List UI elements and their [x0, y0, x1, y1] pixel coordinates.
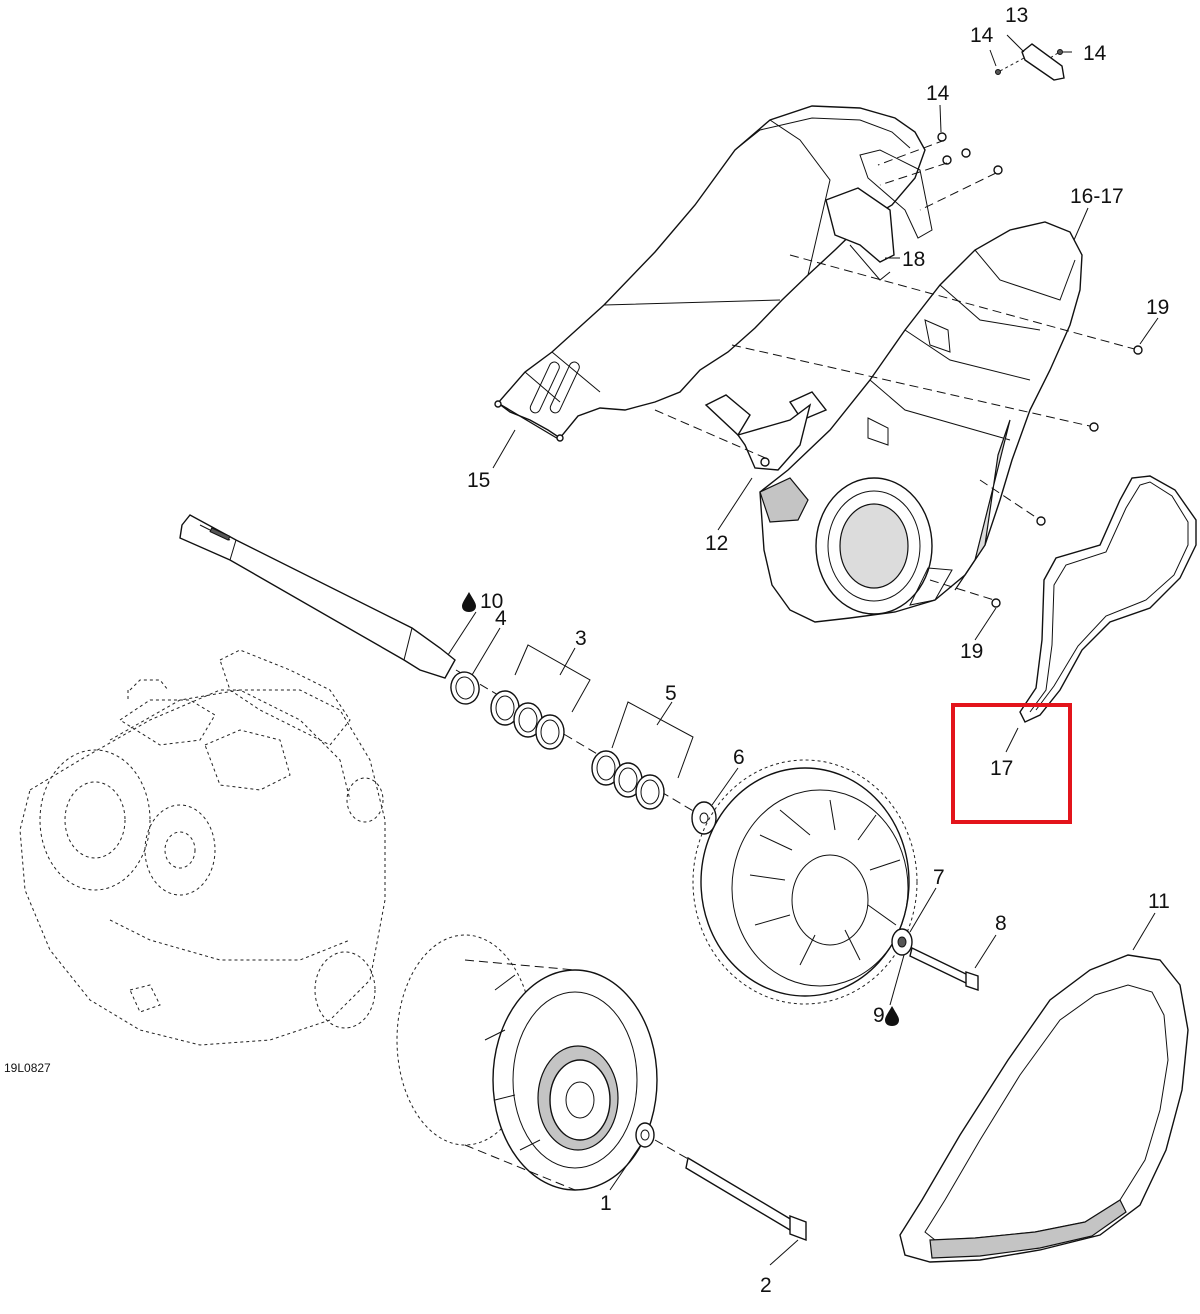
callout-8: 8 — [995, 912, 1007, 935]
callout-14-b: 14 — [1083, 42, 1107, 65]
bolt-part-8 — [909, 946, 979, 991]
callout-4: 4 — [495, 607, 507, 630]
callout-13: 13 — [1005, 4, 1028, 27]
drive-pulley — [396, 934, 658, 1191]
washers-part-5 — [591, 750, 665, 810]
callout-5: 5 — [665, 682, 677, 705]
engine-assembly — [19, 649, 386, 1046]
callout-7: 7 — [933, 866, 945, 889]
callout-19-a: 19 — [1146, 296, 1169, 319]
callout-9: 9 — [873, 1004, 885, 1027]
oil-drop-icon — [885, 1006, 899, 1026]
bolt-part-2 — [654, 1139, 807, 1242]
callout-12: 12 — [705, 532, 728, 555]
drawing-code: 19L0827 — [4, 1061, 51, 1075]
bracket-part-13 — [995, 43, 1065, 81]
pulley-ribs — [749, 799, 901, 966]
dashed-fastener-lines — [654, 254, 1143, 608]
bracket-part-12 — [704, 391, 828, 471]
screws-part-14 — [877, 132, 1003, 211]
callout-11: 11 — [1148, 890, 1170, 913]
callout-18: 18 — [902, 248, 925, 271]
callout-19-b: 19 — [960, 640, 983, 663]
washers-part-3 — [490, 690, 565, 750]
oil-drop-icon — [462, 592, 476, 612]
callout-1: 1 — [600, 1192, 612, 1215]
callout-2: 2 — [760, 1274, 772, 1297]
belt-guard-part-15 — [494, 105, 926, 442]
seal-strip-part-17 — [1019, 475, 1197, 723]
driven-pulley — [692, 759, 918, 1005]
callout-6: 6 — [733, 746, 745, 769]
washer-part-1 — [635, 1122, 655, 1148]
callout-3: 3 — [575, 627, 587, 650]
callout-10: 10 — [480, 590, 503, 613]
callout-labels: 13 14 14 14 16-17 18 19 15 12 19 17 10 4… — [467, 4, 1170, 1297]
callout-17: 17 — [990, 757, 1013, 780]
washer-part-4 — [450, 671, 480, 705]
callout-14-a: 14 — [970, 24, 994, 47]
bracket-part-18 — [825, 149, 933, 281]
drive-belt-part-11 — [899, 954, 1189, 1263]
callout-15: 15 — [467, 469, 490, 492]
clutch-guard-part-16-17 — [759, 221, 1083, 623]
washer-part-6 — [691, 801, 717, 835]
washer-part-7 — [891, 928, 913, 956]
guard-slots — [529, 361, 580, 414]
callout-14-c: 14 — [926, 82, 950, 105]
leader-lines — [447, 34, 1159, 1266]
highlight-box — [951, 703, 1072, 824]
callout-16-17: 16-17 — [1070, 185, 1124, 208]
